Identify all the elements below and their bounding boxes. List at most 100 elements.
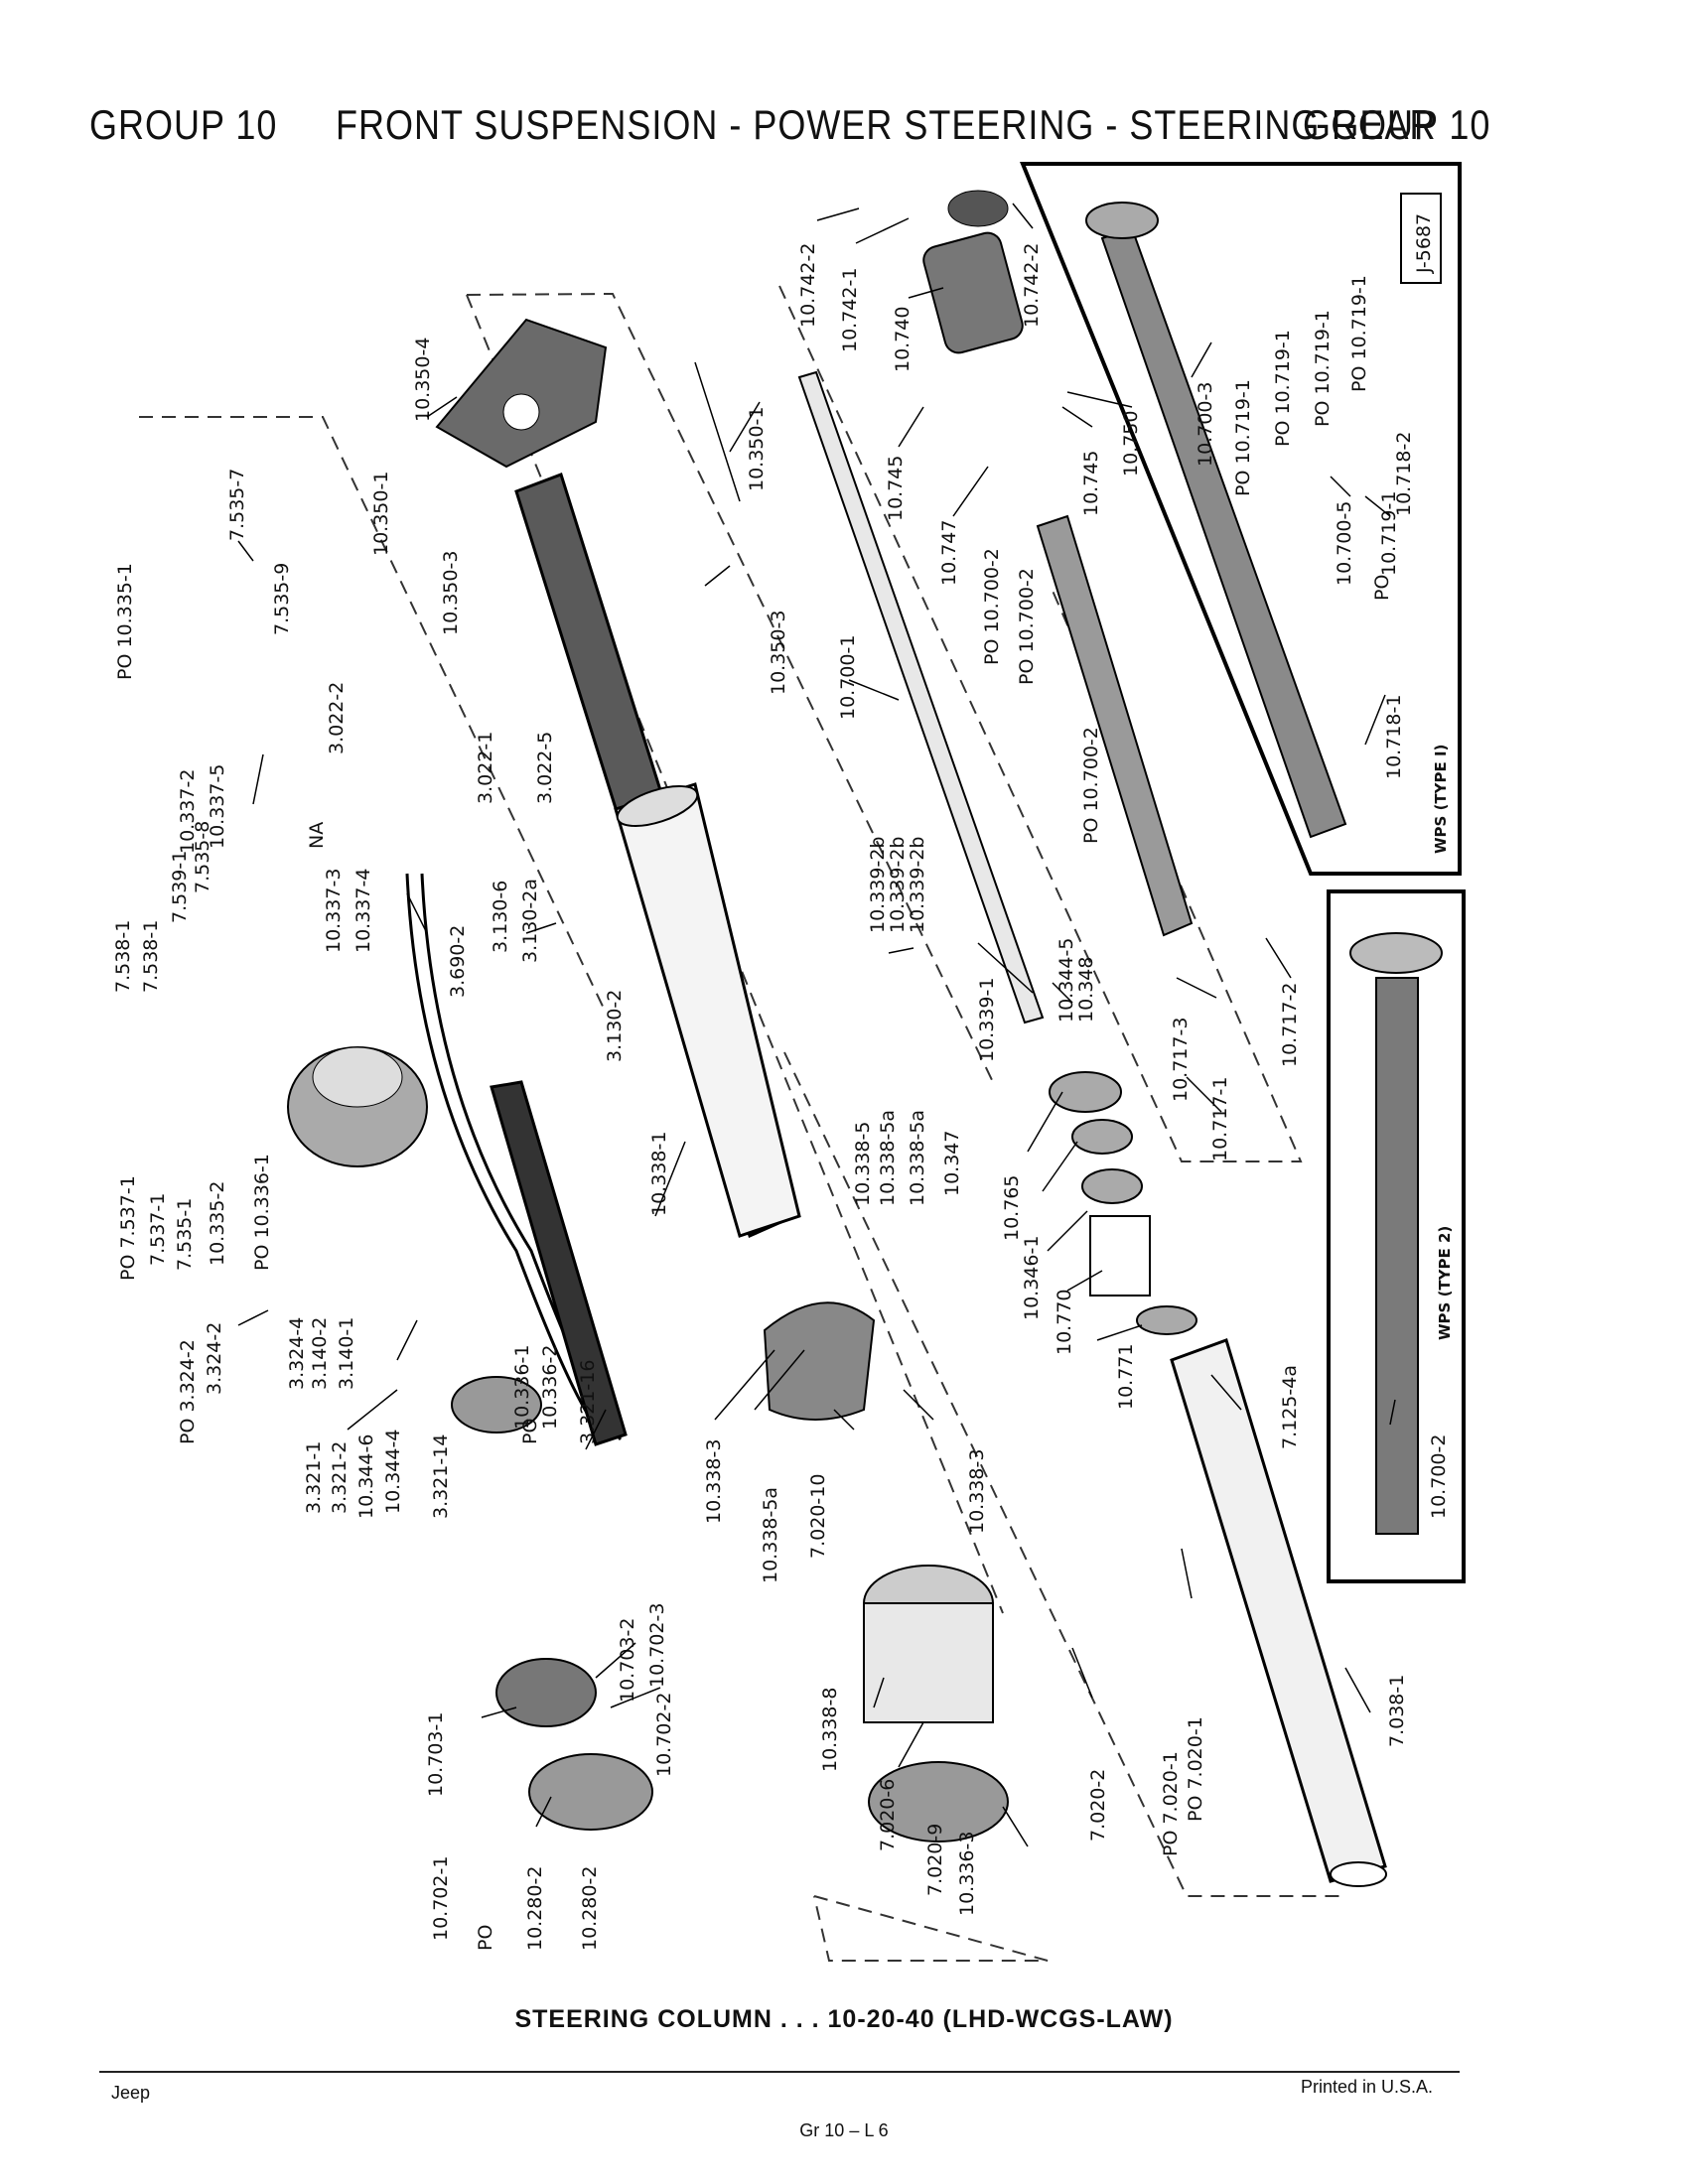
part-number-label: 10.344-4 [382, 1430, 404, 1514]
part-number-label: 10.700-1 [837, 635, 859, 720]
shift-bowl [763, 1301, 876, 1421]
bearings-springs [1049, 1071, 1197, 1335]
part-number-label: 10.337-4 [352, 869, 374, 953]
part-number-label: 3.321-2 [329, 1441, 351, 1514]
part-number-label: 10.717-1 [1209, 1077, 1231, 1161]
part-number-label: 10.350-1 [746, 407, 768, 491]
part-number-label: 3.690-2 [447, 925, 469, 998]
leader-lines [237, 203, 1396, 1847]
part-number-label: 7.038-1 [1386, 1675, 1408, 1747]
part-number-label: 3.321-14 [430, 1434, 452, 1519]
part-number-label: 10.765 [1001, 1175, 1023, 1241]
part-number-label: 10.338-3 [966, 1449, 988, 1534]
group-label-left: GROUP 10 [89, 100, 278, 148]
part-number-label: 3.321-1 [303, 1441, 325, 1514]
footer-brand: Jeep [111, 2083, 151, 2103]
part-number-label: 10.338-1 [648, 1132, 670, 1216]
part-number-label: PO 10.719-1 [1348, 275, 1370, 392]
part-number-label: 7.020-9 [924, 1824, 946, 1896]
part-number-label: PO 10.700-2 [1080, 727, 1102, 844]
steering-column-jacket [514, 473, 801, 1239]
part-number-label: 10.702-2 [653, 1693, 675, 1777]
part-number-label: 10.717-2 [1279, 983, 1301, 1067]
part-number-label: 7.535-7 [226, 469, 248, 541]
part-number-label: PO [519, 1419, 541, 1444]
part-number-label: 10.700-5 [1334, 501, 1355, 586]
steering-shaft [797, 370, 1045, 1024]
part-number-label: 10.718-1 [1383, 695, 1405, 779]
part-number-label: PO 7.020-1 [1160, 1751, 1182, 1856]
part-number-label: 7.539-1 [169, 851, 191, 923]
part-number-label: 3.022-2 [326, 682, 348, 754]
part-number-label: NA [306, 822, 328, 849]
part-number-label: 10.338-5a [877, 1110, 899, 1206]
part-number-label: PO 10.335-1 [114, 563, 136, 680]
part-number-label: 10.702-3 [646, 1603, 668, 1688]
part-number-label: PO 7.020-1 [1185, 1716, 1206, 1822]
part-number-label: 3.130-2 [604, 990, 626, 1062]
part-number-label: PO [1371, 575, 1393, 601]
part-number-label: 7.538-1 [112, 920, 134, 993]
part-number-label: 10.338-3 [703, 1439, 725, 1524]
part-number-label: 7.538-1 [140, 920, 162, 993]
part-number-label: 10.337-3 [323, 869, 345, 953]
lock-plate [451, 1376, 653, 1831]
footer-page-number: Gr 10 – L 6 [799, 2120, 889, 2140]
part-number-label: 10.700-3 [1195, 382, 1216, 467]
part-number-label: 7.125-4a [1279, 1365, 1301, 1449]
footer-printed: Printed in U.S.A. [1301, 2077, 1434, 2097]
part-number-label: 10.745 [885, 456, 907, 521]
part-number-label: 10.280-2 [524, 1866, 546, 1951]
upper-coupling [922, 190, 1024, 354]
part-number-label: 10.703-1 [425, 1712, 447, 1797]
part-number-label: 10.336-1 [511, 1345, 533, 1430]
part-number-label: 3.140-1 [336, 1317, 357, 1390]
wps-type1-inset: J-5687 WPS (TYPE I) [1020, 162, 1462, 876]
reference-code: J-5687 [1413, 213, 1435, 274]
part-number-label: 10.346-1 [1021, 1236, 1043, 1320]
part-number-label: PO 10.336-1 [251, 1154, 273, 1271]
intermediate-shaft [1036, 514, 1194, 937]
part-number-label: 10.339-1 [976, 978, 998, 1062]
part-number-label: 10.339-2b [887, 837, 909, 934]
part-number-label: 10.338-5a [760, 1487, 781, 1583]
part-number-label: 3.130-2a [519, 879, 541, 963]
part-number-label: 10.747 [938, 520, 960, 586]
part-number-label: 10.338-8 [819, 1688, 841, 1772]
part-number-label: 10.770 [1054, 1290, 1075, 1355]
part-number-label: 10.339-2b [907, 837, 928, 934]
gasket-plate [435, 318, 608, 469]
part-number-label: 10.717-3 [1170, 1018, 1192, 1102]
part-number-label: PO 10.719-1 [1272, 330, 1294, 447]
part-number-label: 10.700-2 [1428, 1434, 1450, 1519]
part-number-label: 10.350-1 [370, 472, 392, 556]
inset-type1-title: WPS (TYPE I) [1432, 745, 1450, 854]
part-number-label: 10.350-3 [440, 551, 462, 635]
part-number-label: 10.336-2 [539, 1345, 561, 1430]
part-number-label: PO 10.719-1 [1312, 310, 1334, 427]
part-number-label: 10.338-5 [852, 1122, 874, 1206]
part-number-label: 7.020-10 [807, 1474, 829, 1559]
part-number-label: 10.719-1 [1378, 491, 1400, 576]
part-number-label: 10.337-2 [177, 769, 199, 854]
part-number-label: 10.350-3 [768, 611, 789, 695]
part-number-label: 10.337-5 [207, 764, 228, 849]
part-number-label: 7.537-1 [147, 1193, 169, 1266]
part-number-label: 10.745 [1080, 451, 1102, 516]
part-number-label: 10.335-2 [207, 1181, 228, 1266]
group-label-right: GROUP 10 [1303, 100, 1491, 148]
part-number-label: PO [475, 1925, 496, 1951]
part-number-label: 10.350-4 [412, 338, 434, 422]
part-number-label: 10.344-6 [355, 1434, 377, 1519]
part-number-label: PO 7.537-1 [117, 1175, 139, 1281]
part-number-label: 3.130-6 [490, 881, 511, 953]
part-number-label: 10.339-2b [867, 837, 889, 934]
inset-type2-title: WPS (TYPE 2) [1436, 1226, 1454, 1340]
part-number-label: 7.020-2 [1087, 1769, 1109, 1842]
page-title: FRONT SUSPENSION - POWER STEERING - STEE… [336, 100, 1437, 148]
part-number-label: PO 10.700-2 [981, 548, 1003, 665]
part-number-label: 3.022-5 [534, 732, 556, 804]
part-number-label: 10.742-2 [1021, 243, 1043, 328]
